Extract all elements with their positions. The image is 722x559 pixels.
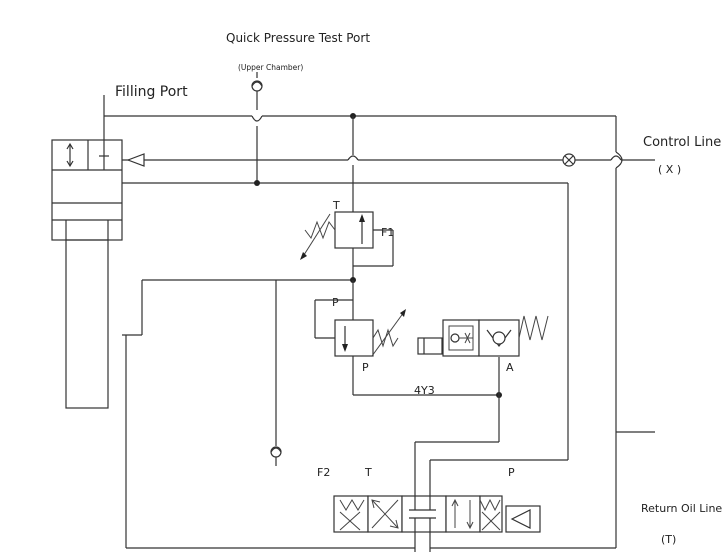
control-line-code: ( X ) [658, 163, 681, 176]
port-f1-label: F1 [381, 226, 394, 239]
upper-chamber-line [122, 180, 569, 496]
quick-pressure-test-port-label: Quick Pressure Test Port [226, 31, 370, 45]
hydraulic-cylinder [51, 139, 123, 409]
port-p-directional-label: P [508, 466, 515, 479]
control-line-label: Control Line [643, 135, 721, 150]
filling-port-line [99, 95, 109, 170]
port-a-label: A [506, 361, 514, 374]
quick-pressure-test-port [251, 72, 263, 183]
line-4y3 [353, 357, 502, 496]
relief-valve-f1 [300, 211, 394, 280]
solenoid-check-valve [417, 315, 549, 357]
port-f2-label: F2 [317, 466, 330, 479]
port-t-directional-label: T [364, 466, 372, 479]
control-line [122, 153, 655, 167]
upper-chamber-label: (Upper Chamber) [238, 63, 303, 72]
return-oil-line-code: (T) [661, 533, 676, 546]
directional-valve [125, 335, 616, 552]
pressure-valve-p [314, 280, 406, 395]
return-oil-line-label: Return Oil Line [641, 502, 722, 515]
port-p-lower-label: P [362, 361, 369, 374]
port-p-upper-label: P [332, 296, 339, 309]
port-t-relief-label: T [332, 199, 340, 212]
solenoid-4y3-label: 4Y3 [414, 384, 435, 397]
filling-port-label: Filling Port [115, 84, 188, 100]
cylinder-return-line [122, 277, 356, 466]
